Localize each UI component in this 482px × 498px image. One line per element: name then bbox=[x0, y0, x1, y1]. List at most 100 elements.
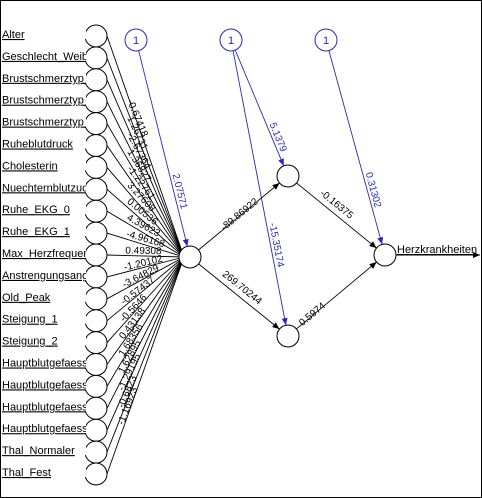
bias-node bbox=[219, 28, 243, 52]
input-node bbox=[84, 331, 108, 355]
label-backdrop bbox=[1, 465, 86, 477]
input-edge bbox=[106, 256, 185, 300]
hidden-edges bbox=[198, 182, 480, 330]
input-edge bbox=[106, 254, 185, 258]
input-weight-label: 0.49308 bbox=[125, 245, 162, 257]
input-edge bbox=[106, 167, 185, 258]
hidden-node bbox=[276, 164, 300, 188]
label-backdrop bbox=[1, 48, 86, 61]
bias-arrowhead bbox=[182, 238, 189, 247]
input-label: Nuechternblutzucker_False bbox=[2, 182, 136, 194]
edge-arrowhead bbox=[369, 241, 377, 249]
input-label: Ruhe_EKG_1 bbox=[2, 226, 70, 238]
hidden-edge bbox=[198, 263, 280, 330]
input-label: Cholesterin bbox=[2, 160, 58, 172]
input-node bbox=[84, 287, 108, 311]
output-label: Herzkrankheiten bbox=[397, 244, 477, 256]
input-edge bbox=[106, 79, 185, 258]
input-edge bbox=[106, 35, 185, 258]
input-label: Thal_Normaler bbox=[2, 445, 75, 457]
output-node bbox=[373, 243, 397, 267]
input-node bbox=[84, 265, 108, 289]
label-backdrop bbox=[1, 311, 86, 324]
label-backdrop bbox=[1, 355, 86, 368]
input-node bbox=[84, 68, 108, 92]
bias-node-label: 1 bbox=[133, 35, 139, 47]
input-label: Geschlecht_Weiblich bbox=[2, 51, 105, 63]
input-node bbox=[84, 374, 108, 398]
input-label: Alter bbox=[2, 29, 25, 41]
label-backdrop bbox=[1, 114, 86, 127]
input-edge bbox=[106, 256, 185, 387]
input-label: Hauptblutgefaesse_0 bbox=[2, 358, 106, 370]
input-label: Steigung_2 bbox=[2, 336, 58, 348]
input-edge bbox=[106, 256, 185, 278]
input-label: Brustschmerztyp_3 bbox=[2, 117, 96, 129]
label-backdrop bbox=[1, 443, 86, 456]
input-label: Brustschmerztyp_1 bbox=[2, 73, 96, 85]
label-backdrop bbox=[1, 246, 86, 258]
input-edge bbox=[106, 256, 185, 475]
input-label: Anstrengungsangina_True bbox=[2, 270, 131, 282]
input-edge bbox=[106, 256, 185, 409]
hidden-edge bbox=[296, 261, 377, 330]
input-node bbox=[84, 462, 108, 486]
bias-edge bbox=[234, 49, 285, 167]
hidden-edge bbox=[198, 182, 280, 251]
input-node bbox=[84, 396, 108, 420]
label-backdrop bbox=[1, 224, 86, 237]
input-node bbox=[84, 418, 108, 442]
input-edge bbox=[106, 256, 185, 322]
input-label: Max_Herzfrequenz bbox=[2, 248, 95, 260]
label-backdrop bbox=[1, 92, 86, 105]
input-label: Brustschmerztyp_2 bbox=[2, 95, 96, 107]
input-node bbox=[84, 155, 108, 179]
edge-arrowhead bbox=[272, 322, 280, 330]
input-label: Steigung_1 bbox=[2, 314, 58, 326]
label-backdrop bbox=[1, 421, 86, 434]
input-edge bbox=[106, 210, 185, 258]
input-label: Hauptblutgefaesse_3 bbox=[2, 423, 106, 435]
input-node bbox=[84, 243, 108, 267]
label-backdrop bbox=[1, 399, 86, 412]
input-node bbox=[84, 440, 108, 464]
input-label: Hauptblutgefaesse_2 bbox=[2, 401, 106, 413]
hidden-node bbox=[178, 245, 202, 269]
label-backdrop bbox=[1, 202, 86, 215]
input-label: Ruhe_EKG_0 bbox=[2, 204, 70, 216]
input-label: Ruheblutdruck bbox=[2, 139, 73, 151]
input-labels: AlterGeschlecht_WeiblichBrustschmerztyp_… bbox=[1, 27, 136, 479]
edge-arrowhead bbox=[369, 262, 377, 269]
input-edge bbox=[106, 256, 185, 431]
bias-node-label: 1 bbox=[323, 35, 329, 47]
input-node bbox=[84, 24, 108, 48]
hidden-edge bbox=[296, 182, 377, 249]
input-edge bbox=[106, 57, 185, 258]
label-backdrop bbox=[1, 136, 86, 149]
input-node bbox=[84, 221, 108, 245]
input-node bbox=[84, 309, 108, 333]
label-backdrop bbox=[1, 267, 86, 280]
input-label: Hauptblutgefaesse_1 bbox=[2, 379, 106, 391]
input-label: Old_Peak bbox=[2, 292, 51, 304]
bias-node-label: 1 bbox=[228, 35, 234, 47]
input-edge bbox=[106, 123, 185, 258]
label-backdrop bbox=[1, 289, 86, 302]
input-edge bbox=[106, 232, 185, 258]
input-label: Thal_Fest bbox=[2, 467, 51, 479]
bias-edge bbox=[232, 50, 287, 326]
input-node bbox=[84, 353, 108, 376]
input-edge bbox=[106, 188, 185, 258]
bias-arrowhead bbox=[377, 236, 384, 245]
input-edge bbox=[106, 101, 185, 258]
hidden-node bbox=[276, 324, 300, 348]
bias-arrowhead bbox=[281, 317, 288, 326]
input-edge bbox=[106, 256, 185, 365]
input-edge bbox=[106, 145, 185, 258]
input-edge bbox=[106, 256, 185, 343]
input-node bbox=[84, 46, 108, 70]
input-node bbox=[84, 199, 108, 223]
label-backdrop bbox=[1, 158, 86, 171]
